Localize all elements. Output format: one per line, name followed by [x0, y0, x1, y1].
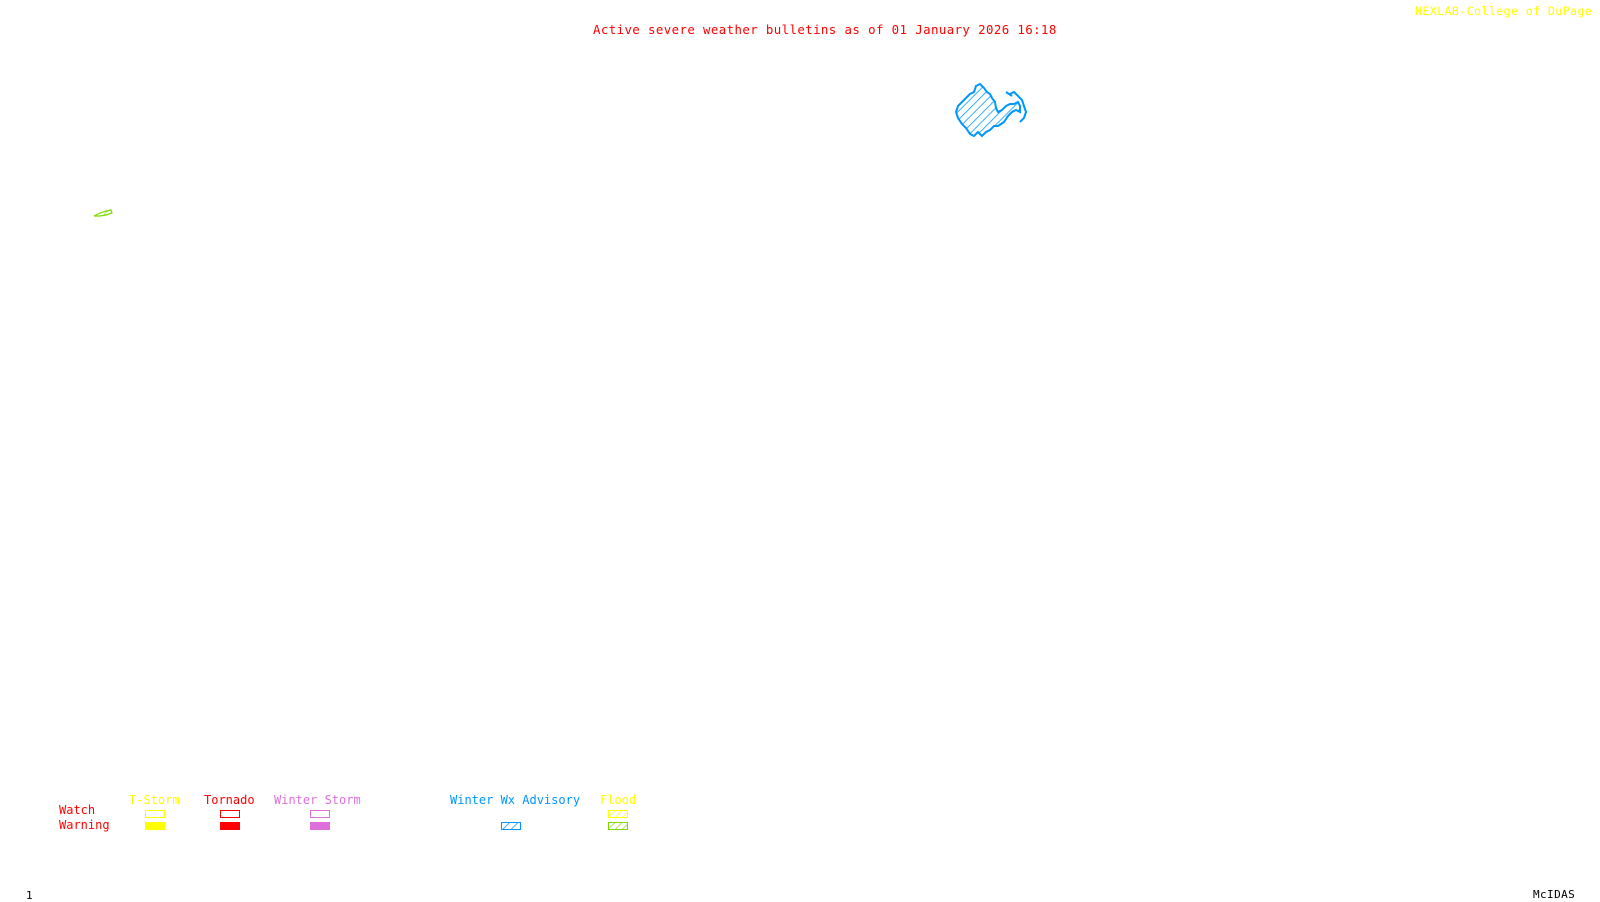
- credit-text: NEXLAB-College of DuPage: [1415, 5, 1600, 17]
- pacific-nw-flood-warning-area: [93, 209, 113, 217]
- frame-number: 1: [26, 889, 34, 902]
- legend-label-winter-storm: Winter Storm: [274, 793, 361, 807]
- tstorm-warning-swatch: [145, 822, 165, 830]
- legend-label-tstorm: T-Storm: [129, 793, 180, 807]
- winter-storm-warning-swatch: [310, 822, 330, 830]
- tornado-warning-swatch: [220, 822, 240, 830]
- legend-row-warning: Warning: [59, 818, 110, 832]
- legend-label-flood: Flood: [600, 793, 637, 807]
- tstorm-watch-swatch: [145, 810, 165, 818]
- flood-warning-swatch: [608, 822, 628, 830]
- flood-watch-swatch: [608, 810, 628, 818]
- page-title: Active severe weather bulletins as of 01…: [593, 22, 1057, 37]
- credit-label: NEXLAB-College of DuPage: [1415, 4, 1593, 18]
- software-label: McIDAS: [1533, 888, 1576, 901]
- legend-label-tornado: Tornado: [204, 793, 255, 807]
- winter-storm-watch-swatch: [310, 810, 330, 818]
- tornado-watch-swatch: [220, 810, 240, 818]
- cape-cod-winter-wx-advisory-area: [954, 82, 1028, 138]
- legend-label-winter-wx-advisory: Winter Wx Advisory: [450, 793, 581, 807]
- legend-row-watch: Watch: [59, 803, 96, 817]
- winter-wx-advisory-swatch: [501, 822, 521, 830]
